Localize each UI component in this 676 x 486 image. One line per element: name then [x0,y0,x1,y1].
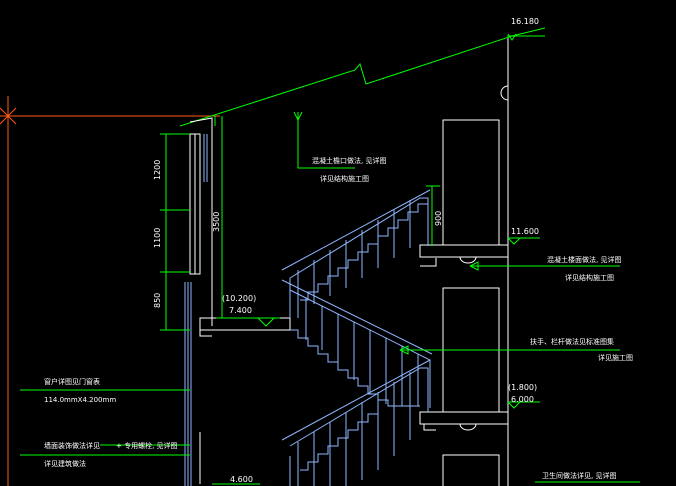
roof-outline [179,27,546,127]
dimension-1200: 1200 [153,160,162,180]
facade-guides [184,116,223,486]
dimension-1100: 1100 [153,228,162,248]
dimension-900: 900 [434,211,443,226]
axis-lines [0,96,220,486]
stair-lower-flight [281,359,431,486]
note-rail-a: 扶手、栏杆做法见标准图集 [530,337,614,346]
elevation-landing-upper-a: (10.200) [222,294,256,303]
note-roof-b: 详见结构施工图 [320,174,369,183]
dimension-3500: 3500 [212,212,221,232]
note-roof-a: 混凝土檐口做法, 见详图 [312,156,386,165]
note-wall-b: + 专用螺栓, 见详图 [116,441,178,450]
elevation-floor-upper: 11.600 [511,227,539,236]
elevation-landing-mid-a: (1.800) [508,383,537,392]
note-floor-a: 混凝土楼面做法, 见详图 [547,255,621,264]
note-rail-b: 详见施工图 [598,353,633,362]
elevation-top: 16.180 [511,17,539,26]
note-window-a: 窗户详图见门窗表 [44,377,100,386]
note-bottom-right: 卫生间做法详见, 见详图 [542,471,616,480]
elevation-bottom: 4.600 [230,475,253,484]
elevation-landing-mid-b: 6.000 [511,395,534,404]
dimension-lines [160,116,540,485]
note-wall-c: 详见建筑做法 [44,459,86,468]
dimension-850: 850 [153,293,162,308]
annotation-leaders [20,111,640,483]
building-outline [189,38,509,486]
stair-upper-flight [281,189,431,318]
note-wall-a: 墙面装饰做法详见 [44,441,100,450]
note-floor-b: 详见结构施工图 [565,273,614,282]
elevation-landing-upper-b: 7.400 [229,306,252,315]
note-window-b: 114.0mmX4.200mm [44,396,116,404]
